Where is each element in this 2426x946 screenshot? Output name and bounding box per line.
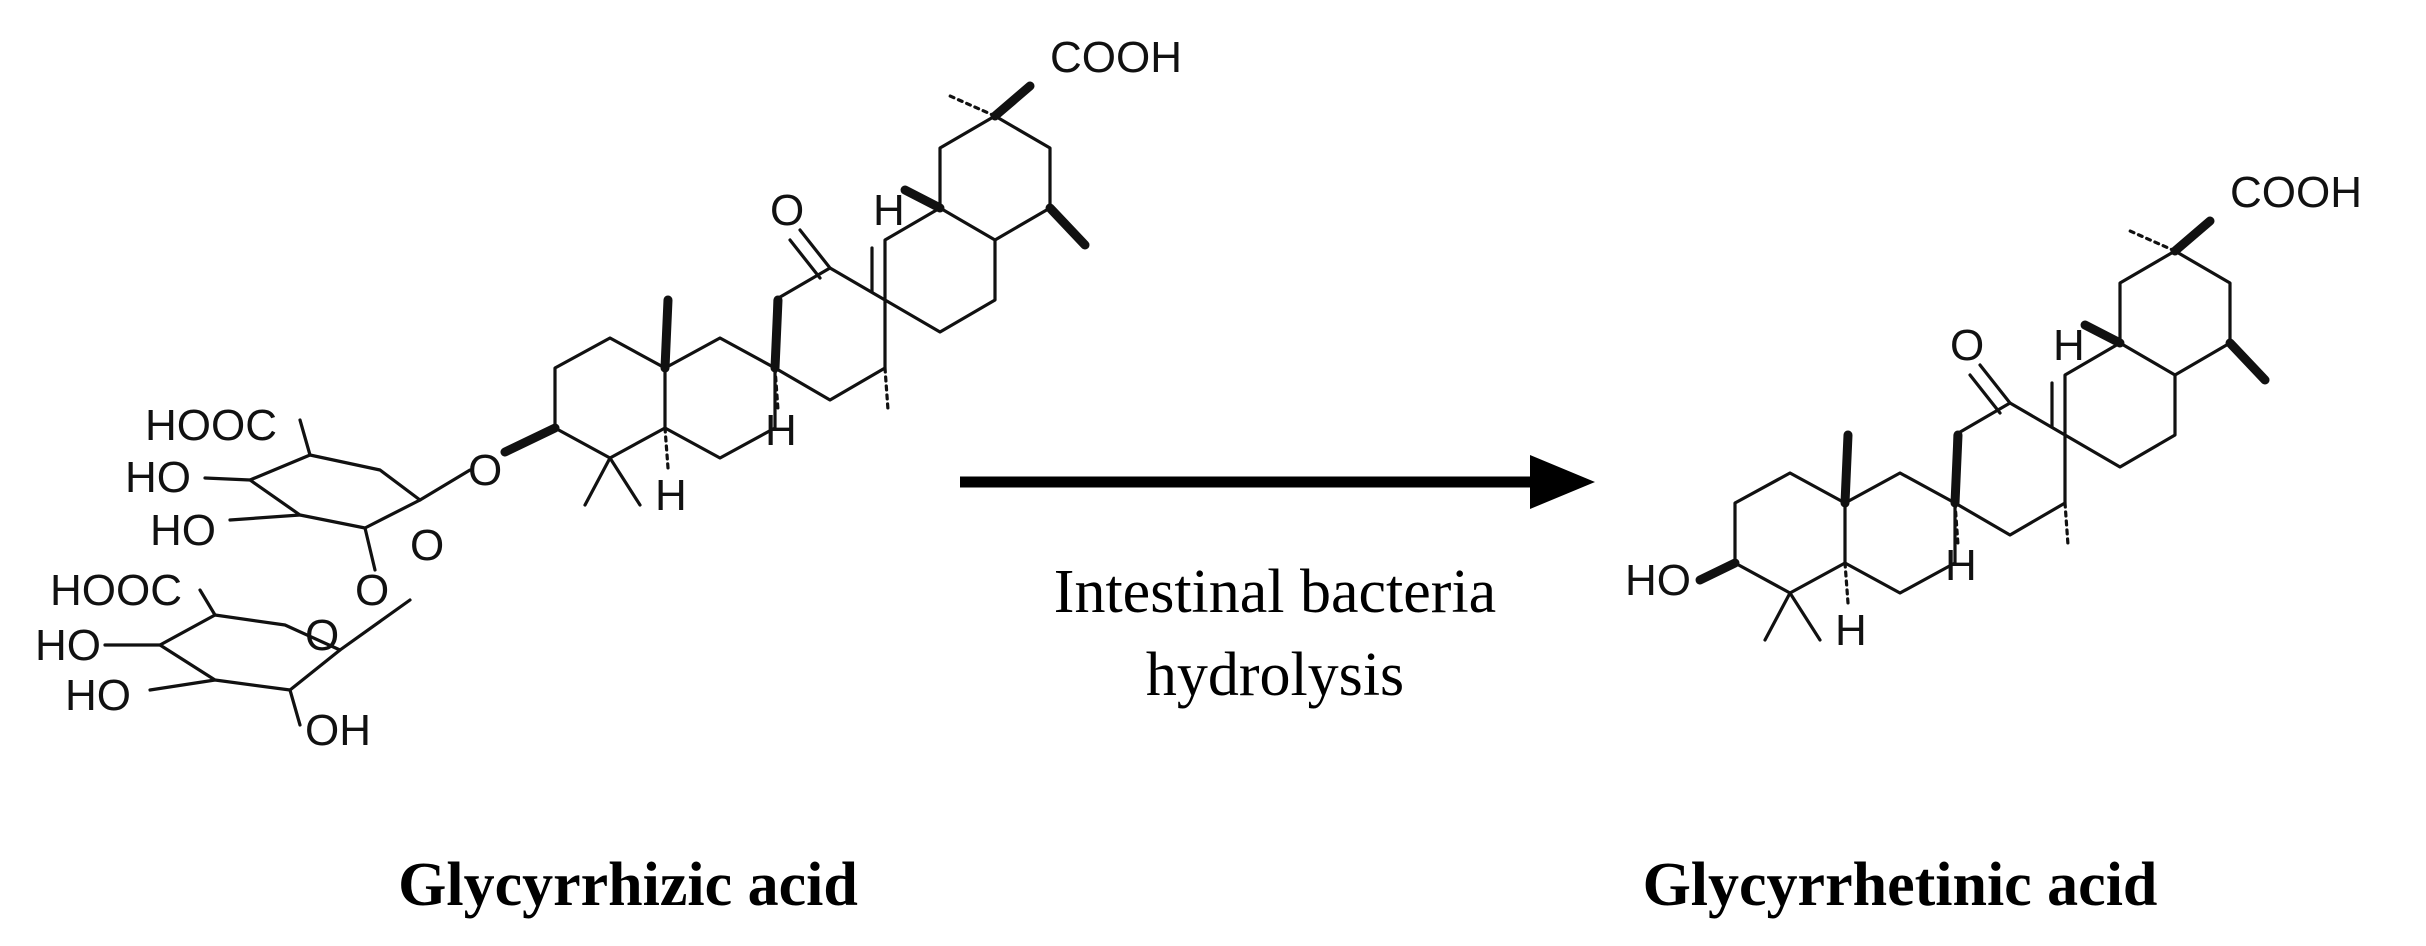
h-label-right-c5: H bbox=[1835, 606, 1867, 655]
hooc-label-1: HOOC bbox=[145, 401, 277, 450]
ho-label-1a: HO bbox=[125, 453, 191, 502]
glycyrrhizic-acid-structure: COOH O H H H O HOOC HO HO O O HOOC HO HO… bbox=[35, 33, 1182, 755]
h-label-left-c5: H bbox=[655, 471, 687, 520]
oh-label-2: OH bbox=[305, 706, 371, 755]
carbonyl-o-label-right: O bbox=[1950, 321, 1984, 370]
glucuronide-ring-1 bbox=[203, 418, 422, 572]
ho-label-2b: HO bbox=[65, 671, 131, 720]
carbonyl-o-label-left: O bbox=[770, 186, 804, 235]
ring1-o-label: O bbox=[410, 521, 444, 570]
ring2-link-o-label: O bbox=[355, 566, 389, 615]
ho-label-right: HO bbox=[1625, 556, 1691, 605]
hooc-label-2: HOOC bbox=[50, 566, 182, 615]
h-label-right-c9: H bbox=[1945, 541, 1977, 590]
ring2-o-label: O bbox=[305, 611, 339, 660]
reaction-arrow bbox=[960, 455, 1595, 509]
reaction-condition-line2: hydrolysis bbox=[1146, 641, 1404, 709]
ho-label-1b: HO bbox=[150, 506, 216, 555]
h-label-left-c9: H bbox=[765, 406, 797, 455]
glycyrrhetinic-acid-structure: COOH O H H H HO bbox=[1625, 168, 2362, 655]
ho-label-2a: HO bbox=[35, 621, 101, 670]
glucuronide-ring-2 bbox=[103, 588, 412, 727]
glycosidic-o-label: O bbox=[468, 446, 502, 495]
h-label-left-d: H bbox=[873, 186, 905, 235]
left-compound-name: Glycyrrhizic acid bbox=[398, 851, 858, 919]
h-label-right-d: H bbox=[2053, 321, 2085, 370]
reaction-condition-line1: Intestinal bacteria bbox=[1054, 558, 1496, 626]
cooh-label-left: COOH bbox=[1050, 33, 1182, 82]
cooh-label-right: COOH bbox=[2230, 168, 2362, 217]
right-compound-name: Glycyrrhetinic acid bbox=[1643, 851, 2158, 919]
